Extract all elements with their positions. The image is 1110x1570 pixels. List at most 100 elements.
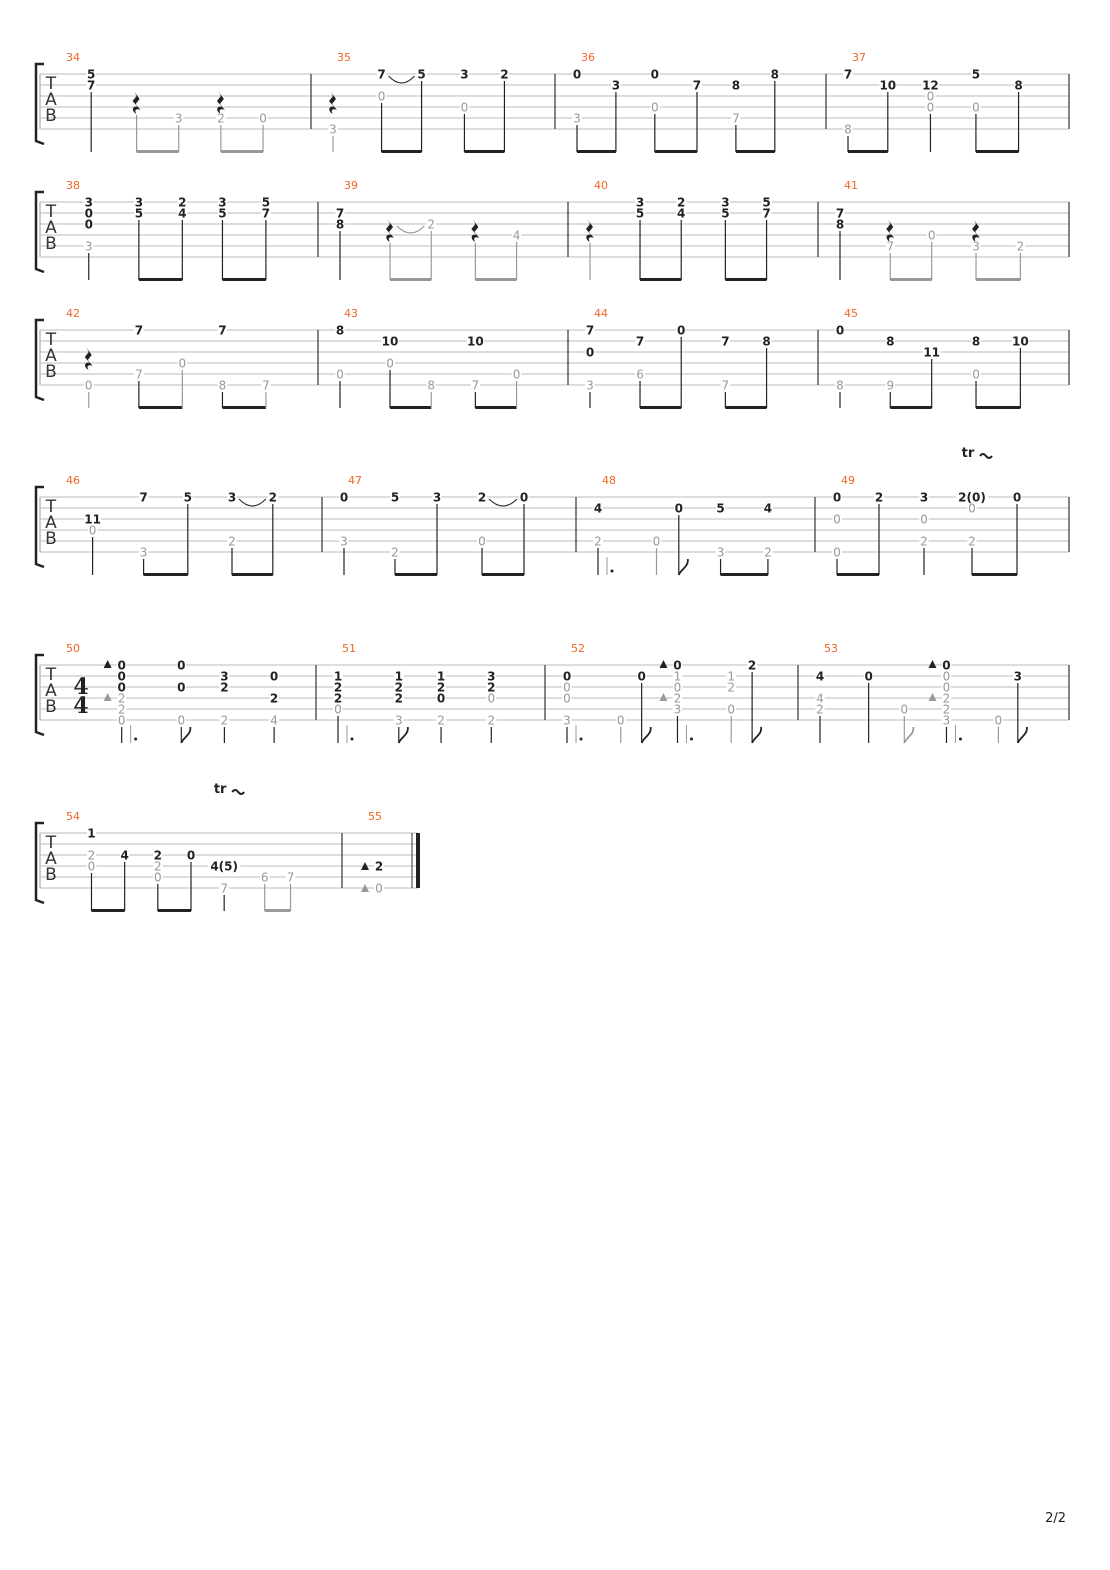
note-beam [222,406,266,409]
fret-number: 0 [85,218,93,232]
note-bg [925,102,936,112]
note-bg [153,872,163,882]
note-bg [863,671,874,681]
measure-41 [835,208,1026,281]
note-bg [971,336,981,346]
trill-wave-icon [979,453,993,459]
fret-number: 7 [722,379,730,393]
note-bg [770,69,780,79]
quarter-rest-icon [132,92,141,114]
fret-number: 2 [478,491,486,505]
fret-number: 7 [762,207,770,221]
note-bg [761,336,772,346]
note-bg [635,336,645,346]
fret-number: 1 [437,670,445,684]
fret-number: 2 [154,849,162,863]
fret-number: 2 [943,703,951,717]
note-bg [843,69,853,79]
note-bg [815,704,825,714]
fret-number: 5 [762,196,770,210]
quarter-rest-icon [471,220,480,242]
fret-number: 0 [928,229,936,243]
fret-number: 0 [586,346,594,360]
note-bg [261,380,271,390]
note-bg [726,671,736,681]
note-bg [116,682,127,692]
note-bg [227,536,237,546]
eighth-flag-icon [180,726,192,744]
note-bg [426,380,436,390]
fret-number: 5 [417,68,425,82]
fret-number: 3 [85,196,93,210]
note-bg [720,380,731,390]
note-bg [562,682,572,692]
fret-number: 0 [187,849,195,863]
note-bg [177,197,188,207]
tab-clef-letter: T [45,833,57,853]
fret-number: 0 [617,714,625,728]
note-beam [138,278,183,281]
note-bg [720,208,731,218]
accent-triangle-icon [103,693,112,701]
note-beam [577,150,616,153]
measure-number: 46 [66,474,80,487]
fret-number: 7 [836,207,844,221]
fret-number: 0 [336,368,344,382]
quarter-rest-icon [386,220,395,242]
note-bg [153,850,163,860]
fret-number: 0 [513,368,521,382]
quarter-rest-icon [586,220,594,242]
note-bg [511,369,522,379]
note-bg [134,369,144,379]
fret-number: 5 [184,491,192,505]
fret-number: 0 [386,357,394,371]
trill-label: tr [962,446,975,461]
note-beam [220,150,264,153]
note-beam [138,406,183,409]
note-bg [333,671,343,681]
note-bg [923,347,941,357]
measure-number: 40 [594,179,608,192]
fret-number: 0 [943,670,951,684]
note-bg [466,336,484,346]
fret-number: 2 [154,860,162,874]
note-bg [832,492,842,502]
fret-number: 0 [375,882,383,896]
note-bg [971,241,981,251]
tab-system [34,789,420,912]
fret-number: 5 [135,207,143,221]
eighth-flag-icon [751,726,763,744]
fret-number: 1 [334,670,342,684]
fret-number: 0 [972,368,980,382]
note-bg [885,336,896,346]
note-beam [837,573,879,576]
fret-number: 7 [220,882,228,896]
note-beam [848,150,888,153]
measure-51 [333,671,497,744]
fret-number: 2(0) [958,491,986,505]
fret-number: 0 [673,659,681,673]
fret-number: 0 [378,90,386,104]
fret-number: 0 [340,491,348,505]
note-bg [941,704,952,714]
fret-number: 2 [816,703,824,717]
fret-number: 0 [833,546,841,560]
fret-number: 8 [1014,79,1022,93]
note-bg [650,102,660,112]
note-beam [157,909,191,912]
note-beam [890,278,932,281]
fret-number: 1 [674,670,682,684]
note-bg [615,715,626,725]
note-bg [715,547,726,557]
fret-number: 2 [269,491,277,505]
measure-number: 34 [66,51,80,64]
fret-number: 0 [864,670,872,684]
note-bg [672,704,683,714]
note-bg [86,850,97,860]
fret-number: 0 [177,681,185,695]
fret-number: 3 [717,546,725,560]
fret-number: 0 [154,871,162,885]
fret-number: 0 [833,513,841,527]
note-bg [436,682,446,692]
measure-number: 37 [852,51,866,64]
